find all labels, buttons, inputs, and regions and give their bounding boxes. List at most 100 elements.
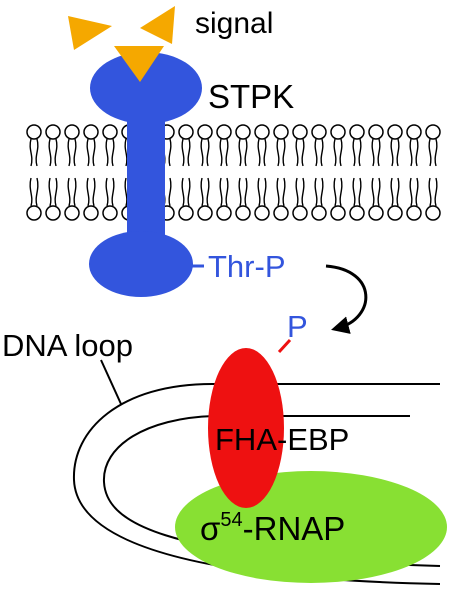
dna-loop-pointer — [100, 359, 122, 405]
thr-p-label: Thr-P — [208, 249, 286, 284]
lipid-head — [26, 205, 42, 221]
lipid-tail — [200, 177, 204, 207]
lipid-tail — [377, 177, 381, 207]
lipid-tail — [371, 177, 375, 207]
lipid-head — [406, 124, 422, 140]
lipid-head — [83, 124, 99, 140]
lipid-tail — [105, 177, 109, 207]
lipid-tail — [409, 138, 413, 167]
stpk-kinase-domain — [89, 231, 193, 297]
lipid-tail — [67, 138, 71, 167]
lipid-tail — [219, 177, 223, 207]
lipid-head — [330, 205, 346, 221]
lipid-head — [273, 205, 289, 221]
lipid-tail — [54, 138, 58, 167]
stpk-transmembrane-helix — [127, 110, 165, 250]
lipid-head — [178, 124, 194, 140]
sigma54-rnap-label: σ54-RNAP — [200, 509, 345, 547]
lipid-tail — [352, 138, 356, 167]
lipid-tail — [396, 177, 400, 207]
lipid-tail — [73, 177, 77, 207]
lipid-tail — [263, 138, 267, 167]
lipid-tail — [358, 177, 362, 207]
lipid-head — [311, 124, 327, 140]
lipid-tail — [428, 177, 432, 207]
lipid-tail — [415, 177, 419, 207]
lipid-head — [273, 124, 289, 140]
stpk-kinase — [89, 52, 204, 297]
lipid-tail — [29, 138, 33, 167]
lipid-tail — [333, 177, 337, 207]
stpk-label: STPK — [208, 78, 294, 115]
lipid-head — [45, 205, 61, 221]
lipid-head — [216, 124, 232, 140]
lipid-head — [64, 205, 80, 221]
lipid-head — [83, 205, 99, 221]
lipid-tail — [257, 138, 261, 167]
fha-ebp-activator — [208, 348, 284, 508]
lipid-head — [64, 124, 80, 140]
lipid-head — [102, 205, 118, 221]
lipid-tail — [396, 138, 400, 167]
lipid-head — [368, 205, 384, 221]
lipid-tail — [320, 138, 324, 167]
lipid-tail — [187, 177, 191, 207]
lipid-tail — [181, 138, 185, 167]
phosphate-link — [277, 338, 292, 354]
lipid-tail — [339, 138, 343, 167]
lipid-tail — [206, 138, 210, 167]
lipid-tail — [124, 138, 128, 167]
signal-molecules — [68, 6, 175, 82]
lipid-tail — [29, 177, 33, 207]
lipid-tail — [168, 177, 172, 207]
lipid-tail — [377, 138, 381, 167]
lipid-tail — [282, 177, 286, 207]
lipid-tail — [320, 177, 324, 207]
lipid-tail — [48, 138, 52, 167]
lipid-head — [368, 124, 384, 140]
lipid-tail — [390, 138, 394, 167]
lipid-head — [349, 205, 365, 221]
lipid-tail — [105, 138, 109, 167]
sigma-symbol: σ — [200, 510, 220, 547]
lipid-tail — [187, 138, 191, 167]
lipid-head — [45, 124, 61, 140]
lipid-tail — [263, 177, 267, 207]
lipid-tail — [48, 177, 52, 207]
lipid-head — [102, 124, 118, 140]
lipid-tail — [219, 138, 223, 167]
lipid-tail — [124, 177, 128, 207]
phosphate-label: P — [287, 309, 308, 344]
lipid-tail — [200, 138, 204, 167]
lipid-head — [406, 205, 422, 221]
lipid-head — [197, 205, 213, 221]
signal-label: signal — [195, 7, 273, 40]
signal-triangle-right — [140, 6, 175, 44]
signal-triangle-left — [68, 16, 112, 50]
lipid-tail — [181, 177, 185, 207]
lipid-tail — [244, 177, 248, 207]
lipid-tail — [295, 138, 299, 167]
lipid-tail — [409, 177, 413, 207]
stpk-extracellular-domain — [90, 52, 202, 124]
lipid-tail — [295, 177, 299, 207]
lipid-tail — [238, 177, 242, 207]
lipid-tail — [54, 177, 58, 207]
lipid-tail — [111, 138, 115, 167]
lipid-tail — [225, 138, 229, 167]
lipid-head — [178, 205, 194, 221]
lipid-tail — [314, 138, 318, 167]
lipid-tail — [434, 177, 438, 207]
lipid-head — [292, 205, 308, 221]
signal-triangle-bound — [114, 46, 164, 82]
lipid-tail — [339, 177, 343, 207]
sigma-superscript: 54 — [220, 509, 242, 531]
lipid-tail — [434, 138, 438, 167]
lipid-head — [425, 124, 441, 140]
lipid-tail — [86, 177, 90, 207]
lipid-head — [235, 205, 251, 221]
lipid-tail — [352, 177, 356, 207]
lipid-head — [216, 205, 232, 221]
lipid-head — [330, 124, 346, 140]
